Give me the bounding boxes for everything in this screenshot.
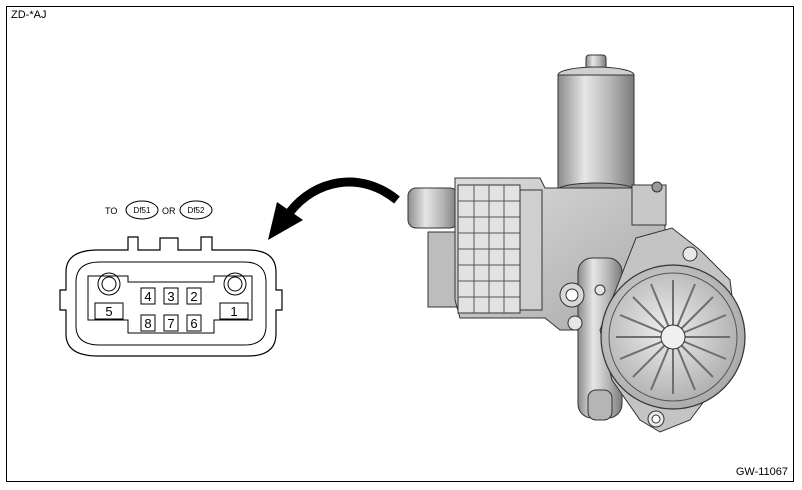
terminal-4-label: 4 (144, 289, 151, 304)
terminal-2: 2 (186, 287, 202, 305)
terminal-7: 7 (163, 314, 179, 332)
terminal-3: 3 (163, 287, 179, 305)
terminal-1-label: 1 (230, 304, 237, 319)
window-motor-illustration (407, 54, 746, 433)
connector-cavity (87, 275, 253, 334)
terminal-1: 1 (219, 302, 249, 320)
guide-hole-left-inner (101, 276, 117, 292)
connector-face: 4 3 2 5 1 8 7 6 (59, 236, 283, 357)
terminal-6: 6 (186, 314, 202, 332)
guide-hole-right-inner (227, 276, 243, 292)
terminal-7-label: 7 (167, 316, 174, 331)
terminal-3-label: 3 (167, 289, 174, 304)
diagram-code-tag: ZD-*AJ (11, 9, 47, 21)
connector-ref-option-a: Df51 (134, 206, 151, 215)
curved-arrow-icon (268, 177, 400, 240)
terminal-8: 8 (140, 314, 156, 332)
connector-inner-wall (75, 261, 267, 346)
guide-hole-left (97, 272, 121, 296)
guide-hole-right (223, 272, 247, 296)
terminal-6-label: 6 (190, 316, 197, 331)
connector-ref-oval-b (179, 200, 213, 220)
connector-ref-oval-a (125, 200, 159, 220)
connector-ref-prefix: TO (105, 206, 117, 216)
connector-ref-joiner: OR (162, 206, 176, 216)
connector-ref-option-b: Df52 (188, 206, 205, 215)
terminal-4: 4 (140, 287, 156, 305)
connector-reference: TO Df51 OR Df52 (105, 200, 213, 220)
terminal-8-label: 8 (144, 316, 151, 331)
diagram-frame (6, 6, 794, 482)
figure-id: GW-11067 (735, 466, 788, 478)
terminal-5-label: 5 (105, 304, 112, 319)
terminal-2-label: 2 (190, 289, 197, 304)
terminal-5: 5 (94, 302, 124, 320)
